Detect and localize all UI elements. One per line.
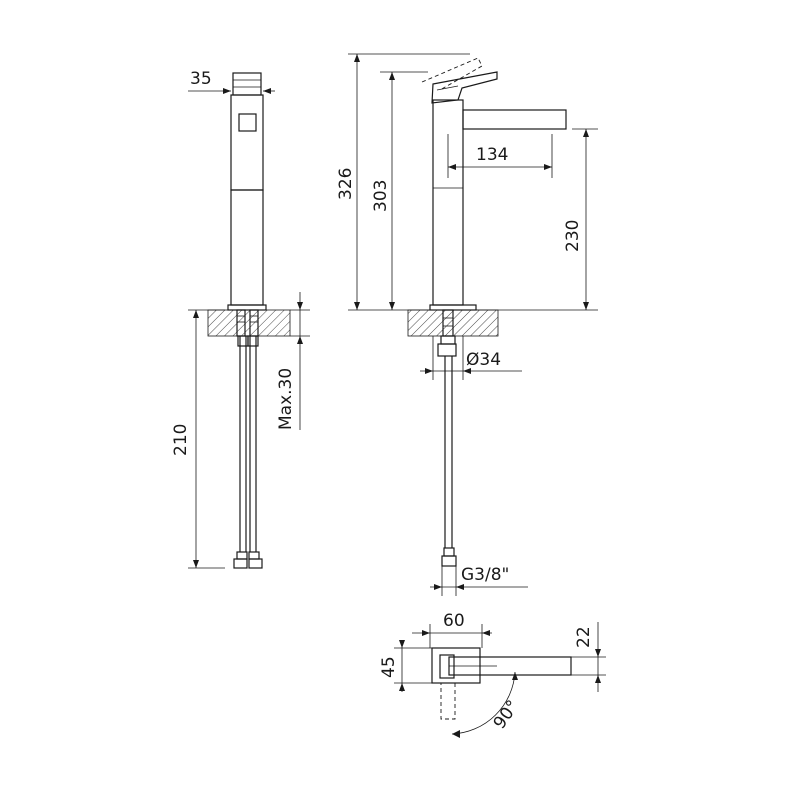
dim-spout-width: 22 [574, 626, 594, 648]
dim-plan-depth: 45 [379, 656, 399, 678]
dim-total-height: 326 [336, 168, 356, 200]
dim-hose-length: 210 [171, 424, 191, 456]
dim-plan-width: 60 [443, 611, 465, 631]
dim-base-diameter: Ø34 [466, 350, 501, 370]
dim-spout-reach: 134 [476, 145, 508, 165]
side-view: 35 210 Max.30 [171, 69, 310, 569]
front-view: 326 303 230 134 Ø34 G3/8" [336, 53, 598, 596]
dim-thread: G3/8" [461, 565, 509, 585]
dim-outlet-height: 230 [563, 220, 583, 252]
countertop-section-left [207, 309, 291, 337]
dim-rotation: 90° [490, 697, 524, 733]
dim-mount-depth: Max.30 [276, 368, 296, 430]
plan-view: 90° 60 45 22 [379, 611, 606, 738]
dim-body-width: 35 [190, 69, 212, 89]
dim-spout-height: 303 [371, 180, 391, 212]
